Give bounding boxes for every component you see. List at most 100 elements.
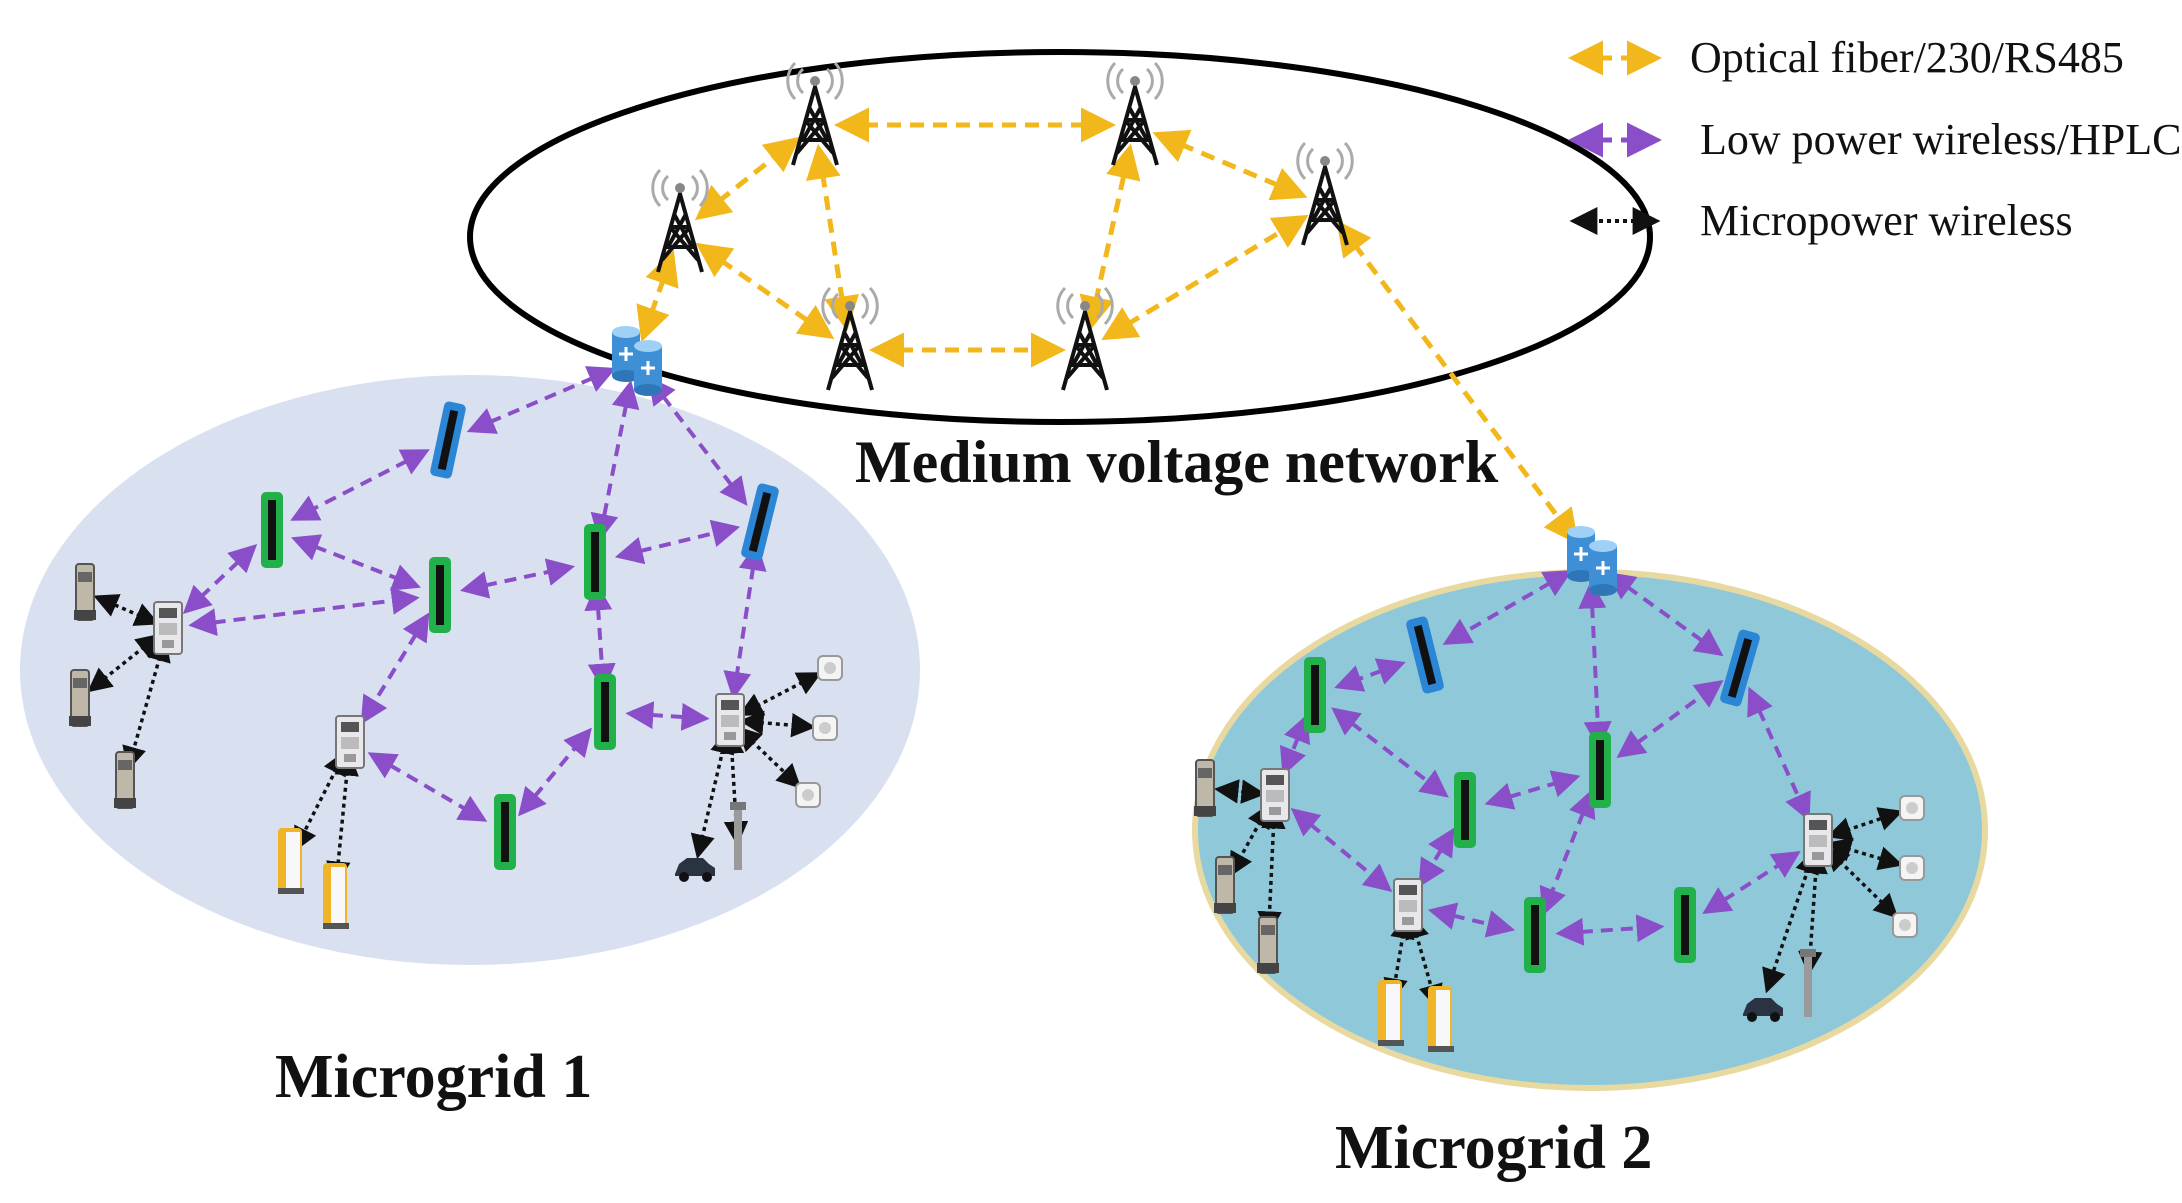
link: [1616, 680, 1724, 758]
legend-fiber-label: Optical fiber/230/RS485: [1690, 33, 2124, 82]
legend-item-micropower: Micropower wireless: [1569, 196, 2073, 245]
router-node-icon: [261, 492, 283, 568]
link: [466, 366, 617, 434]
link: [590, 380, 640, 542]
router-node-icon: [594, 674, 616, 750]
link: [1214, 779, 1266, 804]
link: [625, 701, 710, 731]
water-meter-icon: [1194, 759, 1216, 817]
water-meter-icon: [1257, 916, 1279, 974]
network-label: Medium voltage network: [855, 429, 1499, 495]
street-lamp-icon: [730, 802, 746, 870]
link: [360, 612, 430, 725]
charging-pile-icon: [1378, 980, 1404, 1046]
link: [1427, 902, 1516, 938]
router-node-icon: [1524, 897, 1546, 973]
link: [518, 727, 592, 817]
microgrid2-label: Microgrid 2: [1335, 1114, 1652, 1182]
cell-tower-icon: [651, 168, 709, 273]
medium-voltage-network-region: [467, 49, 1653, 425]
cell-tower-icon: [1056, 286, 1114, 391]
electric-meter-icon: [1393, 878, 1423, 932]
water-meter-icon: [1214, 856, 1236, 914]
node-layer: [69, 61, 1925, 1052]
legend-hplc-label: Low power wireless/HPLC: [1700, 115, 2182, 164]
link: [1442, 570, 1573, 645]
cell-tower-icon: [1296, 141, 1354, 246]
link: [1418, 827, 1455, 888]
link: [291, 534, 421, 591]
charging-pile-icon: [1428, 986, 1454, 1052]
car-icon: [675, 858, 715, 882]
link: [1152, 129, 1308, 201]
link: [93, 594, 160, 626]
link: [1290, 808, 1393, 892]
link: [647, 376, 748, 506]
link: [1279, 713, 1311, 777]
microgrid2-region: [1192, 569, 1988, 1091]
link: [1555, 914, 1665, 946]
cell-tower-icon: [821, 286, 879, 391]
link: [326, 751, 359, 886]
link: [723, 542, 767, 700]
link: [1826, 807, 1904, 841]
link: [695, 242, 835, 340]
sensor-icon: [795, 782, 821, 808]
link: [459, 558, 576, 599]
link: [1484, 770, 1581, 810]
cell-tower-icon: [786, 61, 844, 166]
electric-meter-icon: [1260, 768, 1290, 822]
legend: Optical fiber/230/RS485 Low power wirele…: [1568, 33, 2182, 245]
link: [636, 249, 679, 343]
router-node-icon: [1304, 657, 1326, 733]
link: [738, 672, 822, 716]
link: [584, 582, 616, 692]
concentrator-icon: [741, 483, 779, 561]
charging-pile-icon: [323, 863, 349, 929]
legend-item-hplc: Low power wireless/HPLC: [1568, 115, 2182, 164]
water-meter-icon: [69, 669, 91, 727]
concentrator-icon: [1406, 616, 1444, 694]
car-icon: [1743, 998, 1783, 1022]
router-node-icon: [584, 524, 606, 600]
router-node-icon: [1454, 772, 1476, 848]
link-layer: [87, 107, 1904, 1010]
link: [188, 586, 420, 637]
link: [736, 726, 802, 789]
link: [1101, 214, 1309, 341]
router-node-icon: [1674, 887, 1696, 963]
link: [1747, 686, 1811, 822]
router-node-icon: [1589, 732, 1611, 808]
link: [290, 449, 430, 521]
electric-meter-icon: [335, 715, 365, 769]
microgrid1-region: [20, 375, 920, 965]
electric-meter-icon: [715, 693, 745, 747]
router-node-icon: [494, 794, 516, 870]
gateway-icon: [612, 326, 662, 396]
cell-tower-icon: [1106, 61, 1164, 166]
sensor-icon: [1892, 912, 1918, 938]
link: [1539, 788, 1596, 917]
sensor-icon: [1899, 795, 1925, 821]
link: [1578, 580, 1612, 750]
link: [367, 752, 488, 822]
street-lamp-icon: [1800, 949, 1816, 1017]
link: [739, 710, 816, 738]
microgrid1-label: Microgrid 1: [275, 1043, 592, 1111]
electric-meter-icon: [153, 601, 183, 655]
router-node-icon: [429, 557, 451, 633]
sensor-icon: [817, 655, 843, 681]
link: [1331, 707, 1449, 798]
link: [182, 543, 258, 615]
concentrator-icon: [1720, 629, 1760, 707]
gateway-icon: [1567, 526, 1617, 596]
link: [122, 636, 171, 772]
sensor-icon: [812, 715, 838, 741]
link: [806, 143, 859, 332]
link: [1336, 220, 1579, 545]
electric-meter-icon: [1803, 813, 1833, 867]
charging-pile-icon: [278, 828, 304, 894]
link: [694, 136, 801, 221]
